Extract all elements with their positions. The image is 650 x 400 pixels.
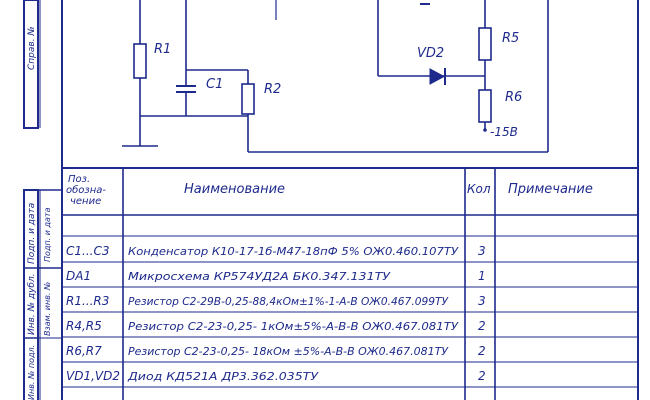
cell-name: Конденсатор К10-17-1б-М47-18пФ 5% ОЖ0.46… <box>128 245 459 258</box>
header-name: Наименование <box>184 182 285 197</box>
top-side-stamp <box>23 0 39 129</box>
circuit-schematic: R1 C1 R2 R5 R6 -15В VD2 <box>122 0 549 153</box>
cell-designation: R1...R3 <box>66 294 109 308</box>
drawing-frame <box>23 0 639 400</box>
side-label-inv-dup: Инв. № дубл. <box>27 273 37 335</box>
cell-qty: 3 <box>478 294 486 308</box>
label-r6: R6 <box>505 90 522 105</box>
main-frame <box>61 0 639 400</box>
side-label-replace-inv: Взам. инв. № <box>43 282 52 336</box>
cell-name: Микросхема КР574УД2А БК0.347.131ТУ <box>128 270 391 283</box>
cell-designation: DA1 <box>66 269 91 283</box>
header-note: Примечание <box>508 182 593 197</box>
header-designation-line: обозна- <box>66 184 106 196</box>
cell-name: Резистор С2-23-0,25- 1кОм±5%-А-В-В ОЖ0.4… <box>128 320 459 333</box>
header-qty: Кол <box>467 182 491 196</box>
cell-name: Диод КД521А ДР3.362.035ТУ <box>127 370 320 383</box>
cell-name: Резистор С2-29В-0,25-88,4кОм±1%-1-А-В ОЖ… <box>128 295 449 308</box>
cell-qty: 2 <box>478 369 486 383</box>
label-r1: R1 <box>154 42 171 57</box>
header-designation: Поз. обозна- чение <box>66 174 109 207</box>
label-c1: C1 <box>206 77 223 92</box>
cell-designation: R4,R5 <box>66 319 102 333</box>
cell-qty: 2 <box>478 319 486 333</box>
cell-qty: 1 <box>478 269 486 283</box>
label-vd2: VD2 <box>417 46 444 61</box>
header-designation-line: чение <box>70 196 101 207</box>
terminal-dot <box>483 128 487 132</box>
cell-qty: 2 <box>478 344 486 358</box>
cell-name: Резистор С2-23-0,25- 18кОм ±5%-А-В-В ОЖ0… <box>128 345 449 358</box>
cell-designation: VD1,VD2 <box>66 369 120 383</box>
side-label-sign-date: Подп. и дата <box>27 203 37 264</box>
resistor-r1 <box>133 43 147 79</box>
side-stamp-labels: Справ. № Подп. и дата Инв. № дубл. Взам.… <box>27 26 52 400</box>
bottom-side-stamp <box>23 189 39 400</box>
cell-qty: 3 <box>478 244 486 258</box>
label-r5: R5 <box>502 31 519 46</box>
resistor-r6 <box>478 89 492 123</box>
label-r2: R2 <box>264 82 281 97</box>
diode-vd2 <box>429 68 446 85</box>
cell-designation: C1...C3 <box>66 244 109 258</box>
side-label-ref-number: Справ. № <box>27 26 37 70</box>
label-supply: -15В <box>490 125 518 139</box>
resistor-r5 <box>478 27 492 61</box>
parts-list-table: Поз. обозна- чение Наименование Кол Прим… <box>62 168 638 400</box>
header-designation-line: Поз. <box>68 174 90 185</box>
side-label-inv-original: Инв. № подл. <box>27 345 36 400</box>
side-label-sign-date-2: Подп. и дата <box>43 207 52 262</box>
cell-designation: R6,R7 <box>66 344 102 358</box>
resistor-r2 <box>241 83 255 115</box>
